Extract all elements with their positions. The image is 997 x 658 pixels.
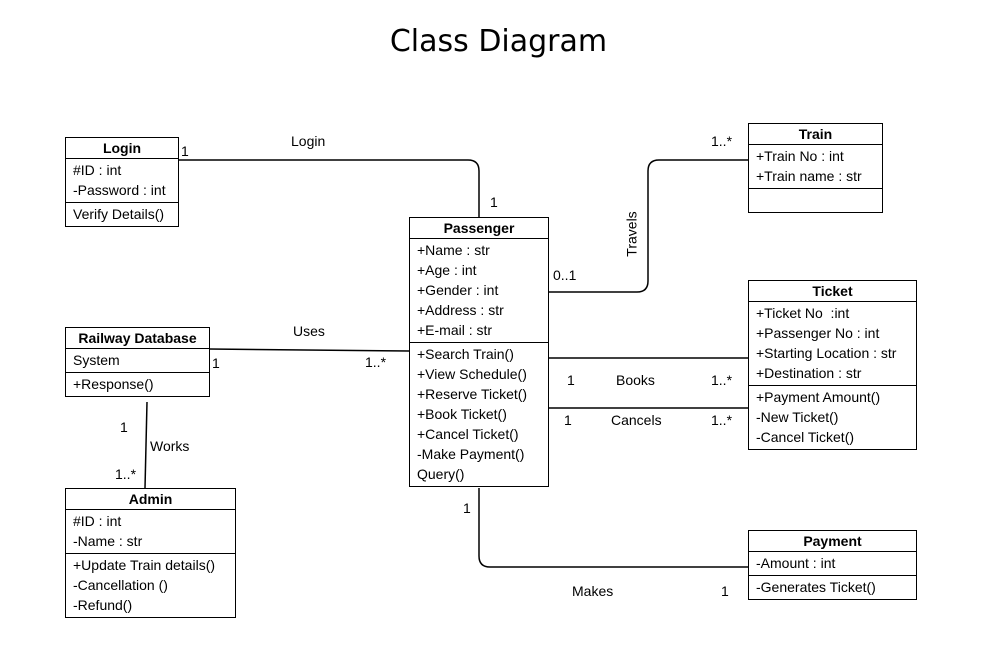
method: +Reserve Ticket() [417, 386, 528, 402]
method: +Search Train() [417, 346, 514, 362]
method: +Payment Amount() [756, 389, 881, 405]
attribute: +Train name : str [756, 168, 862, 184]
payment-class[interactable]: Payment -Amount : int -Generates Ticket(… [748, 530, 917, 600]
method: -Cancellation () [73, 577, 168, 593]
attributes-section: +Train No : int +Train name : str [749, 145, 882, 189]
method: -Cancel Ticket() [756, 429, 855, 445]
works-multiplicity-database: 1 [120, 419, 128, 435]
cancels-multiplicity-ticket: 1..* [711, 412, 733, 428]
makes-multiplicity-payment: 1 [721, 583, 729, 599]
methods-section: Verify Details() [66, 203, 178, 226]
class-name: Payment [749, 531, 916, 552]
attribute: +Name : str [417, 242, 490, 258]
attributes-section: #ID : int -Password : int [66, 159, 178, 203]
methods-section: +Payment Amount() -New Ticket() -Cancel … [749, 386, 916, 449]
login-multiplicity-login: 1 [181, 143, 189, 159]
works-multiplicity-admin: 1..* [115, 466, 137, 482]
attribute: +Passenger No : int [756, 325, 880, 341]
books-multiplicity-ticket: 1..* [711, 372, 733, 388]
cancels-multiplicity-passenger: 1 [564, 412, 572, 428]
makes-association-label: Makes [572, 583, 614, 599]
attribute: +E-mail : str [417, 322, 493, 338]
method: Verify Details() [73, 206, 165, 222]
method: +Cancel Ticket() [417, 426, 519, 442]
class-name: Train [749, 124, 882, 145]
attribute: +Gender : int [417, 282, 499, 298]
cancels-association-label: Cancels [611, 412, 662, 428]
passenger-class[interactable]: Passenger +Name : str +Age : int +Gender… [409, 217, 549, 487]
class-name: Login [66, 138, 178, 159]
attribute: #ID : int [73, 162, 122, 178]
login-association-line [178, 159, 480, 217]
method: Query() [417, 466, 465, 482]
methods-section: -Generates Ticket() [749, 576, 916, 599]
method: -Refund() [73, 597, 133, 613]
attribute: +Destination : str [756, 365, 862, 381]
travels-association-label: Travels [623, 211, 640, 257]
railway-database-class[interactable]: Railway Database System +Response() [65, 327, 210, 397]
attribute: -Name : str [73, 533, 143, 549]
diagram-title: Class Diagram [389, 24, 608, 59]
method: +Response() [73, 376, 154, 392]
books-association-label: Books [616, 372, 655, 388]
login-association-label: Login [291, 133, 326, 149]
methods-section: +Response() [66, 373, 209, 396]
attribute: -Password : int [73, 182, 166, 198]
travels-association-line [548, 159, 748, 293]
uses-multiplicity-passenger: 1..* [365, 354, 387, 370]
makes-multiplicity-passenger: 1 [463, 500, 471, 516]
uses-association-label: Uses [293, 323, 325, 339]
attributes-section: -Amount : int [749, 552, 916, 576]
attribute: +Age : int [417, 262, 477, 278]
method: +View Schedule() [417, 366, 527, 382]
admin-class[interactable]: Admin #ID : int -Name : str +Update Trai… [65, 488, 236, 618]
attribute: +Address : str [417, 302, 504, 318]
ticket-class[interactable]: Ticket +Ticket No :int +Passenger No : i… [748, 280, 917, 450]
uses-association-line [208, 348, 410, 352]
methods-section [749, 189, 882, 212]
method: +Book Ticket() [417, 406, 507, 422]
methods-section: +Update Train details() -Cancellation ()… [66, 554, 235, 617]
method: -New Ticket() [756, 409, 839, 425]
attribute: +Ticket No :int [756, 305, 850, 321]
class-name: Admin [66, 489, 235, 510]
class-name: Passenger [410, 218, 548, 239]
train-class[interactable]: Train +Train No : int +Train name : str [748, 123, 883, 213]
method: -Generates Ticket() [756, 579, 876, 595]
attributes-section: +Name : str +Age : int +Gender : int +Ad… [410, 239, 548, 343]
attribute: -Amount : int [756, 555, 836, 571]
attribute: #ID : int [73, 513, 122, 529]
method: -Make Payment() [417, 446, 525, 462]
travels-multiplicity-passenger: 0..1 [553, 267, 577, 283]
travels-multiplicity-train: 1..* [711, 133, 733, 149]
attribute: +Train No : int [756, 148, 844, 164]
attributes-section: System [66, 349, 209, 373]
books-multiplicity-passenger: 1 [567, 372, 575, 388]
makes-association-line [478, 488, 748, 568]
method: +Update Train details() [73, 557, 216, 573]
attribute: +Starting Location : str [756, 345, 897, 361]
attributes-section: #ID : int -Name : str [66, 510, 235, 554]
methods-section: +Search Train() +View Schedule() +Reserv… [410, 343, 548, 486]
uses-multiplicity-database: 1 [212, 355, 220, 371]
attribute: System [73, 352, 120, 368]
class-name: Ticket [749, 281, 916, 302]
attributes-section: +Ticket No :int +Passenger No : int +Sta… [749, 302, 916, 386]
works-association-line [144, 401, 148, 489]
works-association-label: Works [150, 438, 190, 454]
login-multiplicity-passenger: 1 [490, 194, 498, 210]
login-class[interactable]: Login #ID : int -Password : int Verify D… [65, 137, 179, 227]
class-name: Railway Database [66, 328, 209, 349]
